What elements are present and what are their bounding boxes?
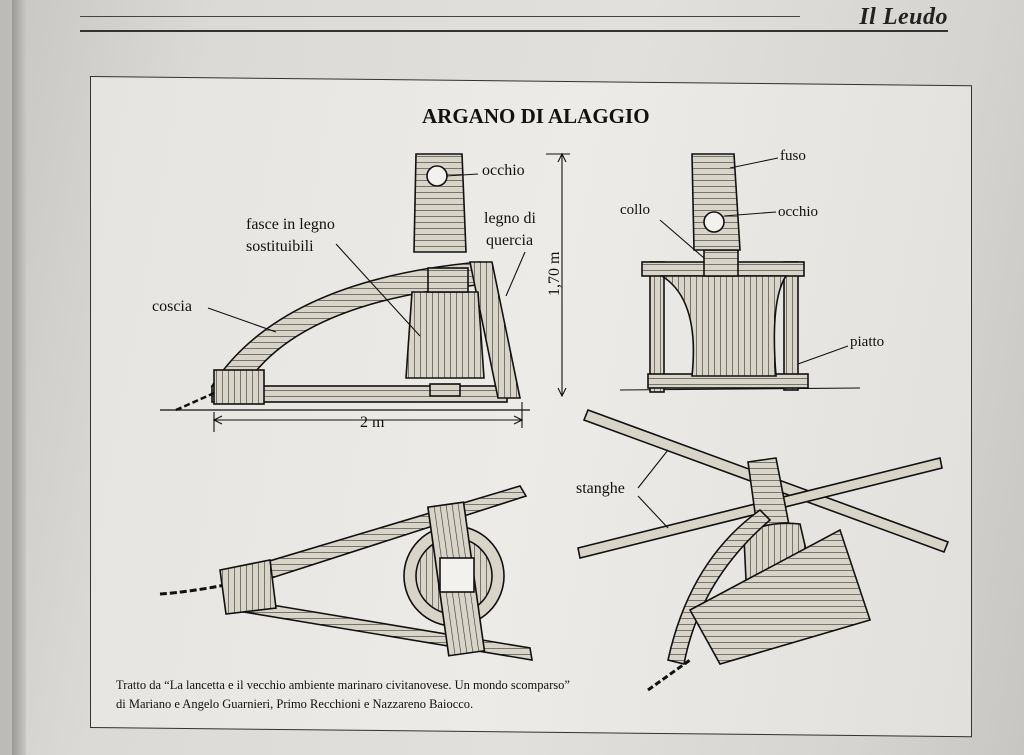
label-coscia: coscia <box>152 298 192 315</box>
label-fasce-line1: fasce in legno <box>246 216 335 233</box>
label-width-dimension: 2 m <box>360 414 385 431</box>
front-view <box>619 153 861 393</box>
caption-line-1: Tratto da “La lancetta e il vecchio ambi… <box>116 678 570 692</box>
label-stanghe: stanghe <box>576 480 625 497</box>
perspective-view <box>577 408 950 692</box>
header-rule-thin <box>80 16 800 17</box>
label-legno-line1: legno di <box>484 210 536 227</box>
label-fuso: fuso <box>780 148 806 164</box>
label-legno-line2: quercia <box>486 232 534 249</box>
figure-caption: Tratto da “La lancetta e il vecchio ambi… <box>116 676 636 715</box>
label-occhio-side: occhio <box>482 162 525 179</box>
figure-title: ARGANO DI ALAGGIO <box>422 104 650 128</box>
label-fasce-line2: sostituibili <box>246 238 314 255</box>
caption-line-2: di Mariano e Angelo Guarnieri, Primo Rec… <box>116 697 474 712</box>
label-height-dimension: 1,70 m <box>546 251 563 296</box>
label-occhio-front: occhio <box>778 204 818 220</box>
running-header-title: Il Leudo <box>859 4 948 30</box>
label-piatto: piatto <box>850 334 885 350</box>
label-collo: collo <box>620 202 650 218</box>
plan-view <box>159 485 533 661</box>
side-view <box>160 152 570 432</box>
page-gutter <box>12 0 26 755</box>
header-rule-thick <box>80 30 948 32</box>
